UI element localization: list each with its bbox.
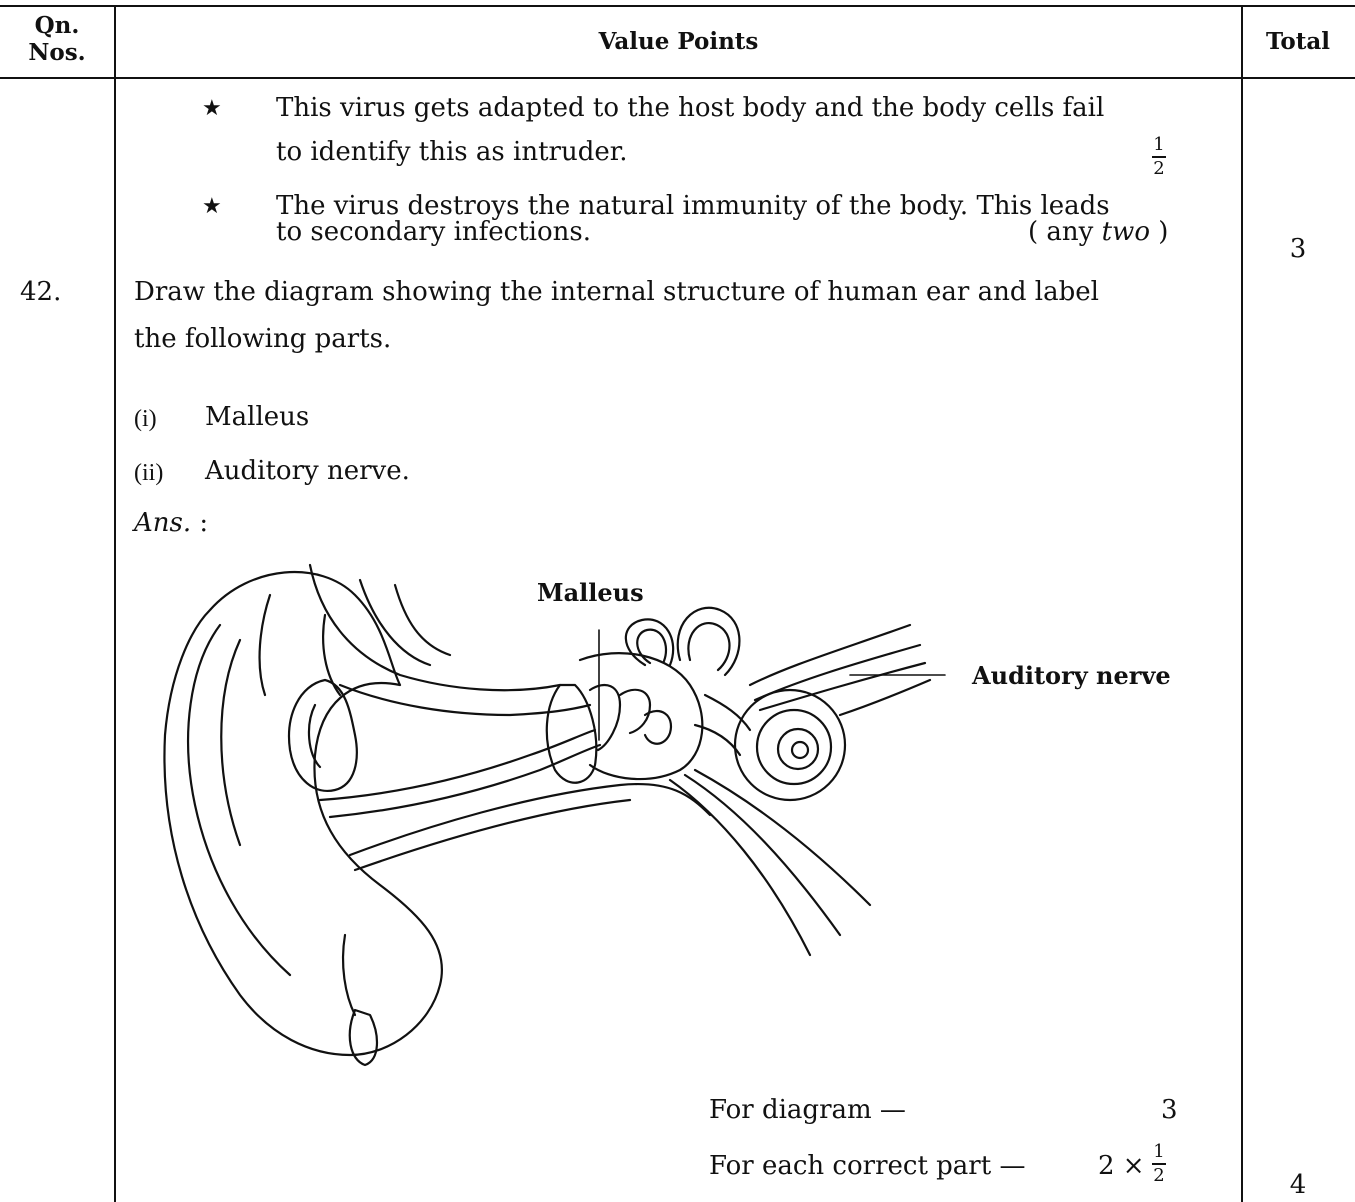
human-ear-diagram xyxy=(150,555,960,1075)
eustachian-tube xyxy=(670,780,810,955)
point-line: to identify this as intruder. xyxy=(276,135,628,169)
auditory-nerve-fiber xyxy=(840,680,930,715)
part-text: Auditory nerve. xyxy=(205,454,410,488)
column-divider-2 xyxy=(1241,6,1243,1202)
ear-canal-floor xyxy=(330,745,600,817)
question-number: 42. xyxy=(20,275,61,309)
ear-lobe-fold xyxy=(343,935,355,1015)
header-qn-nos: Qn. Nos. xyxy=(0,12,114,66)
vestibule xyxy=(705,695,750,730)
marks-diagram-text: For diagram — xyxy=(709,1093,906,1127)
skin-line xyxy=(355,800,630,870)
table-top-border xyxy=(0,5,1355,7)
skull-line xyxy=(360,580,430,665)
point-line: This virus gets adapted to the host body… xyxy=(276,91,1104,125)
header-bottom-border xyxy=(0,77,1355,79)
question-text: Draw the diagram showing the internal st… xyxy=(134,275,1099,309)
column-divider-1 xyxy=(114,6,116,1202)
part-number: (ii) xyxy=(134,456,163,490)
label-malleus: Malleus xyxy=(537,578,644,607)
marks-diagram-value: 3 xyxy=(1161,1093,1178,1127)
pinna-inner-fold xyxy=(188,625,290,975)
star-bullet: ★ xyxy=(202,194,222,219)
eardrum xyxy=(547,685,597,783)
marks-part-text: For each correct part — xyxy=(709,1149,1025,1183)
incus-bone xyxy=(620,690,650,733)
skull-line xyxy=(310,565,560,690)
semicircular-canal-inner xyxy=(688,623,729,670)
star-bullet: ★ xyxy=(202,96,222,121)
total-marks: 4 xyxy=(1243,1168,1353,1202)
concha xyxy=(289,680,357,791)
cochlea-center xyxy=(792,742,808,758)
header-value-points: Value Points xyxy=(116,28,1241,55)
fraction-half: 12 xyxy=(1152,1142,1166,1186)
part-number: (i) xyxy=(134,402,157,436)
pinna-outline xyxy=(164,572,441,1055)
cochlea-inner xyxy=(778,729,818,769)
question-text: the following parts. xyxy=(134,322,391,356)
pinna-inner-fold xyxy=(221,640,240,845)
helix-ridge xyxy=(260,595,270,695)
total-marks: 3 xyxy=(1243,232,1353,266)
eustachian-tube xyxy=(695,770,870,905)
cochlea-middle xyxy=(757,710,831,784)
any-two-note: ( any two ) xyxy=(1028,215,1168,249)
label-auditory-nerve: Auditory nerve xyxy=(972,661,1171,690)
point-line: to secondary infections. xyxy=(276,215,591,249)
marks-part-value: 2 × xyxy=(1098,1149,1145,1183)
skin-line xyxy=(350,784,710,855)
skull-line xyxy=(395,585,450,655)
answer-label: Ans. : xyxy=(134,506,208,540)
part-text: Malleus xyxy=(205,400,309,434)
header-total: Total xyxy=(1243,28,1353,55)
fraction-half: 12 xyxy=(1152,135,1166,179)
malleus-bone xyxy=(590,685,620,750)
ear-lobe xyxy=(350,1010,377,1065)
